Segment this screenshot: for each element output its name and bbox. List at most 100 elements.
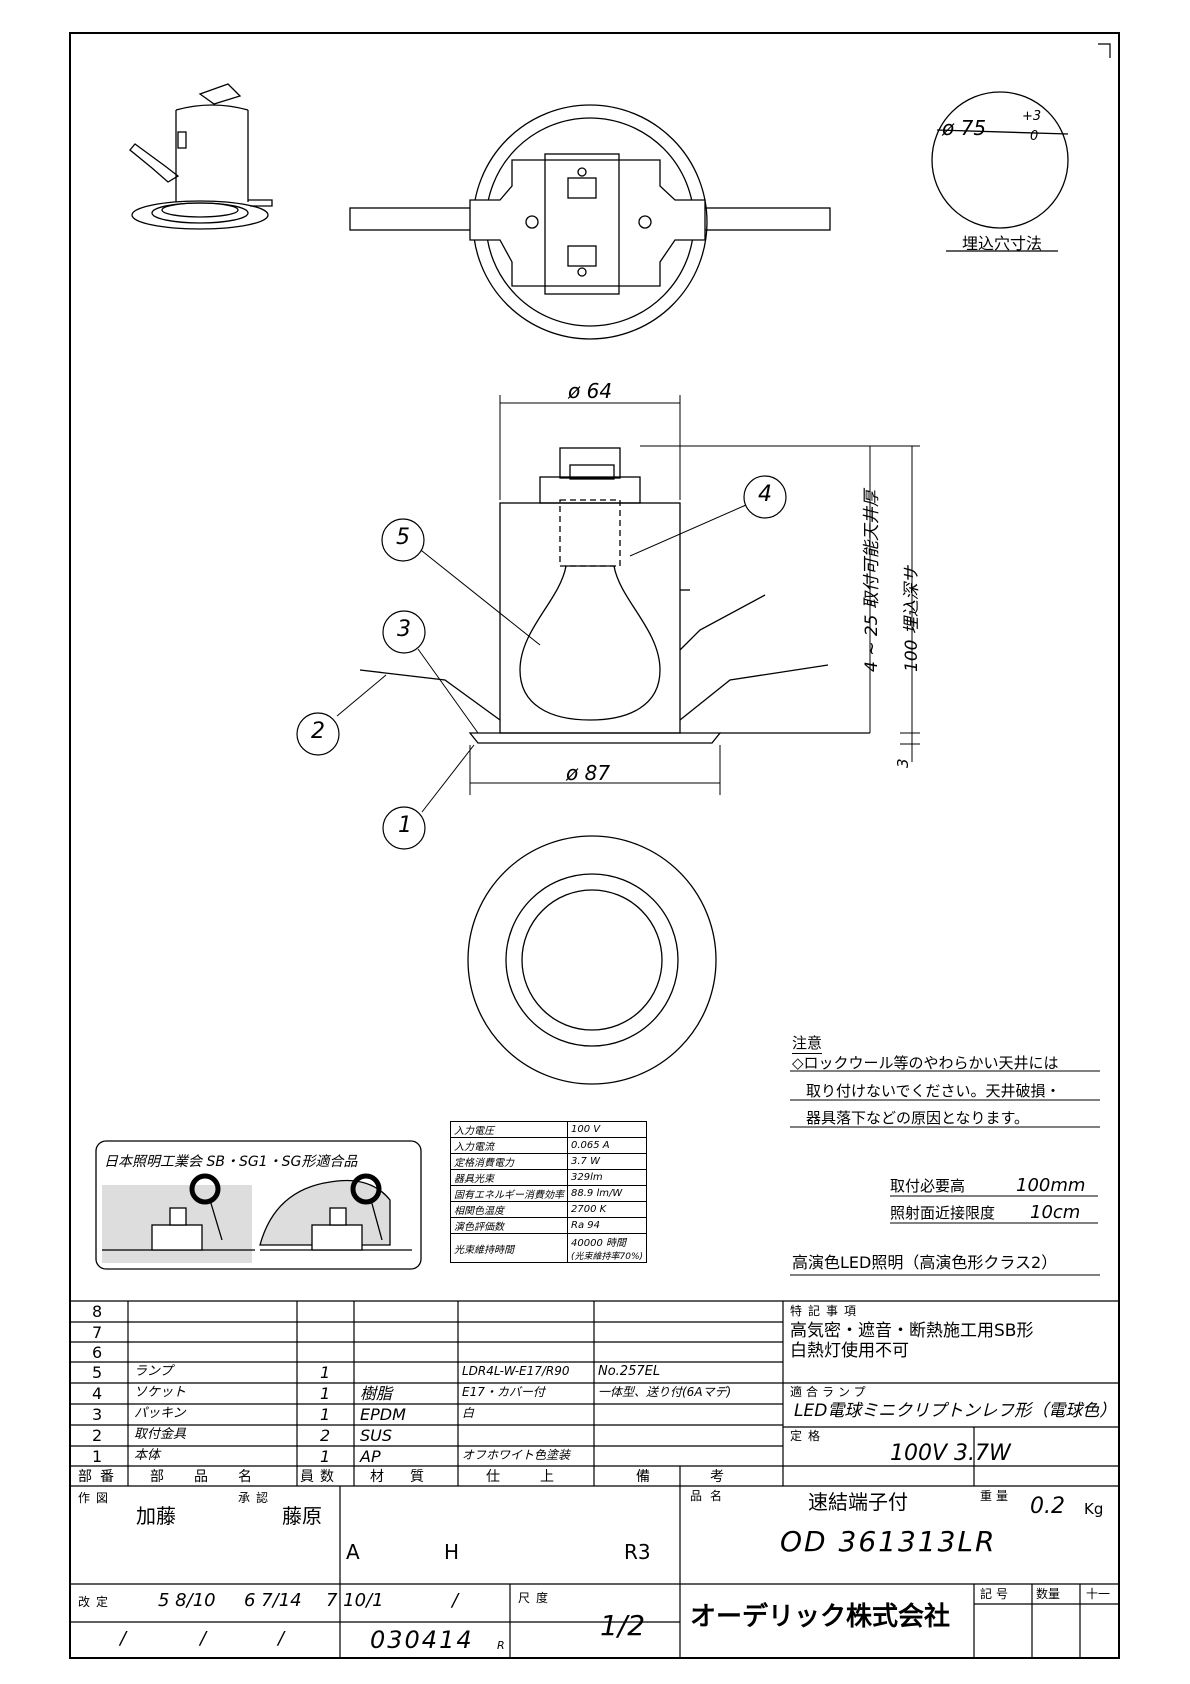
header-name: 部品名	[150, 1469, 282, 1485]
weight-value: 0.2	[1030, 1494, 1065, 1519]
spec-value: 2700 K	[566, 1201, 648, 1218]
dim-top-width: ø 64	[568, 379, 613, 403]
rev-date-1: 5 8/10	[158, 1590, 216, 1611]
led-class: 高演色LED照明（高演色形クラス2）	[792, 1253, 1058, 1272]
header-no: 部番	[78, 1469, 122, 1485]
callout-1: 1	[398, 813, 412, 838]
parts-cell-qty: 1	[320, 1363, 331, 1382]
bottom-view	[467, 835, 717, 1085]
parts-cell-name: ランプ	[134, 1364, 173, 1379]
parts-cell-qty: 1	[320, 1447, 331, 1466]
parts-cell-finish: LDR4L-W-E17/R90	[462, 1364, 570, 1378]
parts-cell-qty: 1	[320, 1384, 331, 1403]
parts-cell-no: 8	[92, 1302, 103, 1321]
spec-label: 固有エネルギー消費効率	[450, 1185, 568, 1202]
spec-label: 相関色温度	[450, 1201, 568, 1218]
parts-cell-no: 3	[92, 1405, 103, 1424]
top-view	[349, 104, 831, 340]
drawing-number-suffix: R	[497, 1639, 505, 1652]
header-finish: 仕上	[486, 1469, 594, 1485]
drawing-number: 030414	[370, 1626, 474, 1654]
parts-cell-no: 7	[92, 1323, 103, 1342]
parts-cell-qty: 2	[320, 1426, 331, 1445]
sb-compliance-box	[95, 1140, 422, 1270]
dim-flange-width: ø 87	[566, 761, 611, 785]
parts-cell-finish: E17・カバー付	[462, 1385, 545, 1399]
approved-label: 承認	[238, 1491, 275, 1505]
mount-height-value: 100mm	[1016, 1175, 1086, 1196]
callout-3: 3	[397, 617, 411, 642]
dim-flange-height: 3	[894, 758, 912, 768]
rating-value: 100V 3.7W	[890, 1441, 1011, 1466]
parts-cell-name: 本体	[134, 1448, 161, 1463]
parts-cell-no: 5	[92, 1363, 103, 1382]
spec-label: 定格消費電力	[450, 1153, 568, 1170]
parts-cell-material: EPDM	[360, 1405, 406, 1424]
special-line-1: 高気密・遮音・断熱施工用SB形	[790, 1321, 1034, 1341]
parts-cell-material: AP	[360, 1447, 381, 1466]
spec-label: 入力電圧	[450, 1121, 568, 1138]
parts-cell-finish: 白	[462, 1406, 475, 1420]
parts-cell-no: 4	[92, 1384, 103, 1403]
hole-tol-plus: +3	[1022, 109, 1042, 124]
rating-heading: 定格	[790, 1429, 827, 1443]
parts-cell-remarks: No.257EL	[598, 1364, 661, 1379]
spec-label: 演色評価数	[450, 1217, 568, 1234]
parts-cell-name: ソケット	[134, 1385, 187, 1400]
weight-heading: 重量	[980, 1489, 1013, 1503]
drawn-by: 加藤	[136, 1504, 176, 1528]
spec-value: 88.9 lm/W	[566, 1185, 648, 1202]
callout-circles	[296, 475, 787, 850]
code-label: 記号	[980, 1587, 1013, 1601]
scale-value: 1/2	[600, 1609, 646, 1642]
parts-cell-name: 取付金具	[134, 1427, 187, 1442]
caution-title: 注意	[792, 1034, 823, 1054]
rev-blank-1: /	[120, 1628, 127, 1649]
hole-tol-minus: 0	[1030, 129, 1039, 144]
caution-line-1: ◇ロックウール等のやわらかい天井には	[792, 1054, 1059, 1072]
parts-cell-remarks: 一体型、送り付(6Aマデ)	[598, 1385, 732, 1399]
rev-date-3: 7 10/1	[326, 1590, 384, 1611]
terminal-note: 速結端子付	[808, 1490, 908, 1514]
header-remarks: 備考	[636, 1469, 784, 1485]
parts-table-grid	[70, 1300, 1119, 1658]
parts-cell-no: 2	[92, 1426, 103, 1445]
proximity-value: 10cm	[1030, 1202, 1081, 1223]
caution-line-3: 器具落下などの原因となります。	[806, 1109, 1030, 1127]
parts-cell-finish: オフホワイト色塗装	[462, 1448, 571, 1462]
rev-blank-3: /	[278, 1628, 285, 1649]
revision: R3	[624, 1540, 651, 1564]
dimension-lines	[469, 395, 920, 795]
proximity-label: 照射面近接限度	[890, 1204, 996, 1222]
rev-date-4: /	[452, 1590, 459, 1611]
spec-value: 3.7 W	[566, 1153, 648, 1170]
callout-5: 5	[396, 525, 410, 550]
spec-value: 100 V	[566, 1121, 648, 1138]
count-label: 数量	[1036, 1587, 1061, 1601]
company-name: オーデリック株式会社	[690, 1602, 951, 1632]
special-heading: 特記事項	[790, 1304, 863, 1318]
ten-label: 十一	[1086, 1587, 1111, 1601]
header-material: 材質	[370, 1469, 450, 1485]
callout-leaders	[336, 504, 747, 813]
parts-cell-material: 樹脂	[360, 1384, 393, 1403]
side-view	[359, 447, 870, 744]
lamp-name: LED電球ミニクリプトンレフ形（電球色）	[794, 1401, 1117, 1421]
spec-label: 入力電流	[450, 1137, 568, 1154]
parts-cell-no: 6	[92, 1343, 103, 1362]
revised-label: 改定	[78, 1595, 115, 1609]
dim-embed-depth: 100 埋込深サ	[902, 566, 922, 672]
header-qty: 員数	[300, 1469, 340, 1485]
field-a: A	[346, 1540, 360, 1564]
callout-2: 2	[311, 719, 325, 744]
rev-blank-2: /	[200, 1628, 207, 1649]
